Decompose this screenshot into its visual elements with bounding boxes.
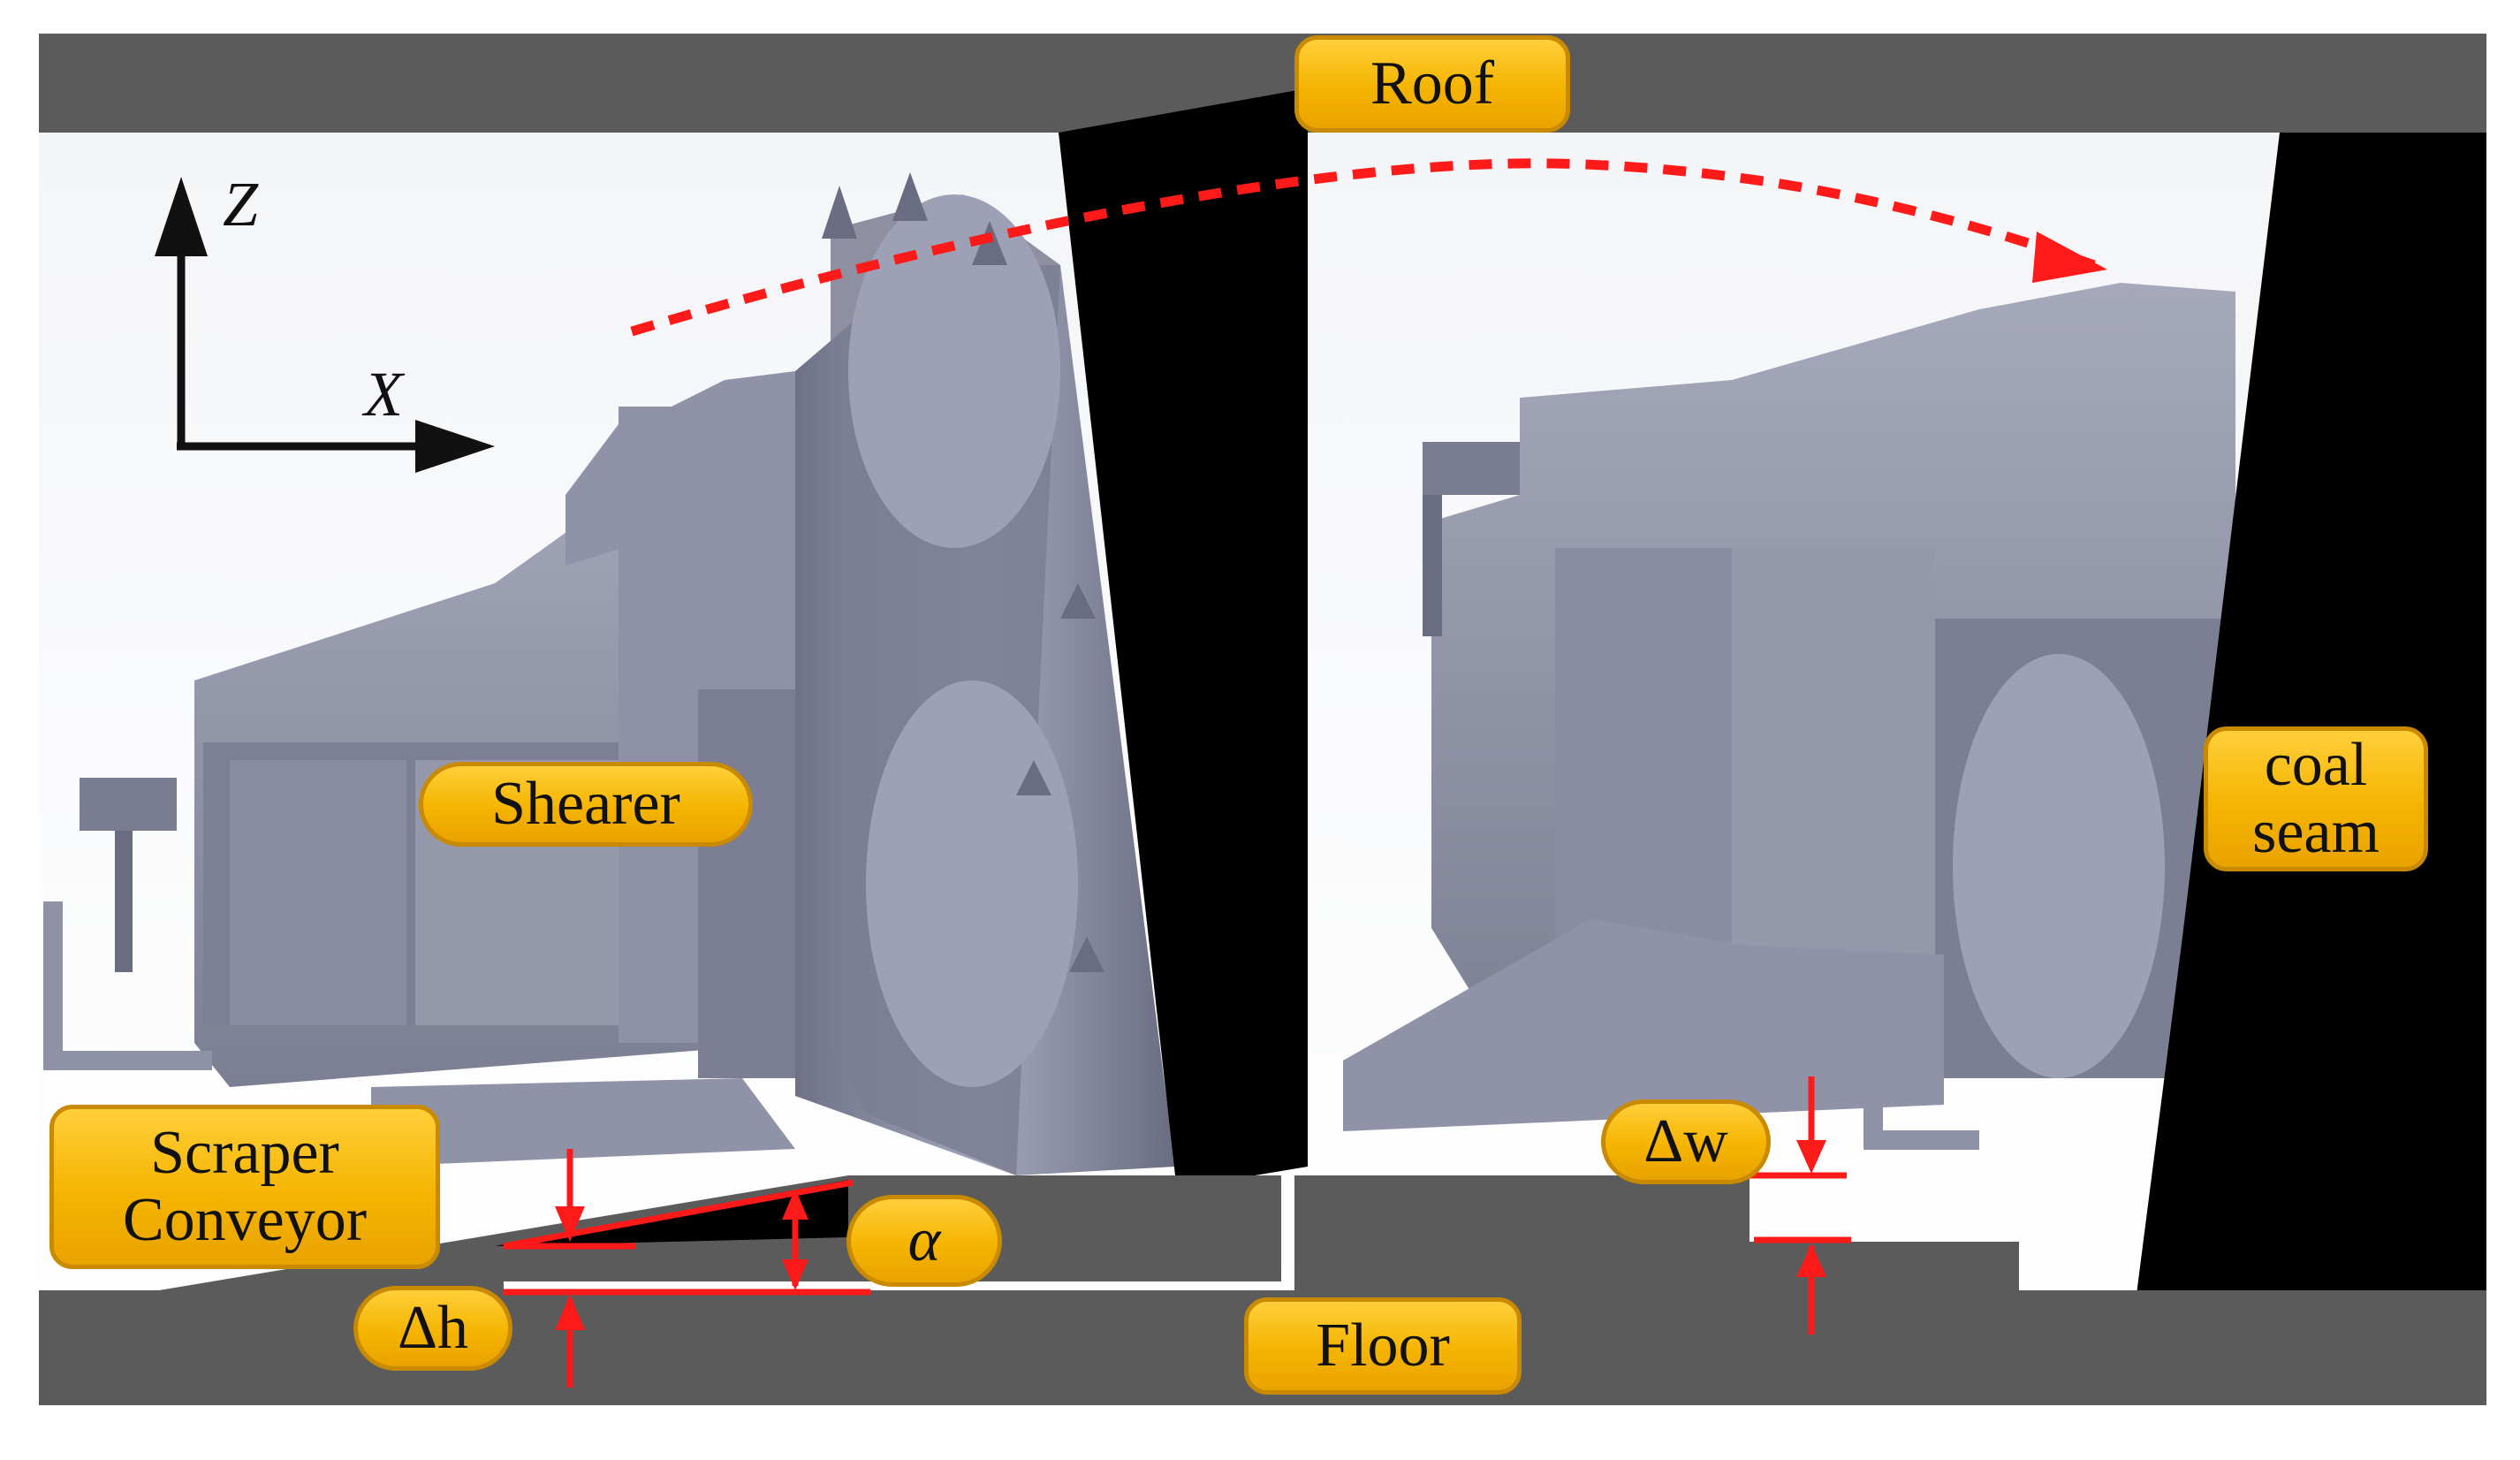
alpha-arrowhead-up — [782, 1189, 808, 1220]
shearer-left — [43, 172, 1175, 1175]
roof-label: Roof — [1294, 35, 1570, 133]
delta-w-arrowhead-down — [1796, 1140, 1826, 1174]
delta-h-arrowhead-up — [555, 1295, 585, 1330]
shearer-label: Shearer — [419, 762, 753, 847]
scraper-conveyor-label: Scraper Conveyor — [49, 1105, 440, 1269]
trajectory-arrowhead — [2032, 232, 2107, 283]
shearer-right — [1343, 283, 2235, 1150]
coal-seam-left — [1059, 88, 1308, 1175]
x-axis-arrowhead — [415, 420, 495, 473]
delta-w-arrowhead-up — [1796, 1243, 1826, 1277]
coal-seam-label: coal seam — [2204, 726, 2428, 871]
floor-label: Floor — [1244, 1297, 1522, 1395]
delta-h-arrowhead-down — [555, 1206, 585, 1242]
delta-w-label: Δw — [1601, 1099, 1771, 1184]
coordinate-axes — [155, 177, 495, 473]
z-axis-label: Z — [223, 169, 259, 240]
x-axis-label: X — [364, 359, 403, 430]
alpha-arrowhead-down — [782, 1259, 808, 1290]
delta-h-label: Δh — [353, 1286, 512, 1371]
alpha-label: α — [846, 1195, 1002, 1287]
z-axis-arrowhead — [155, 177, 208, 256]
